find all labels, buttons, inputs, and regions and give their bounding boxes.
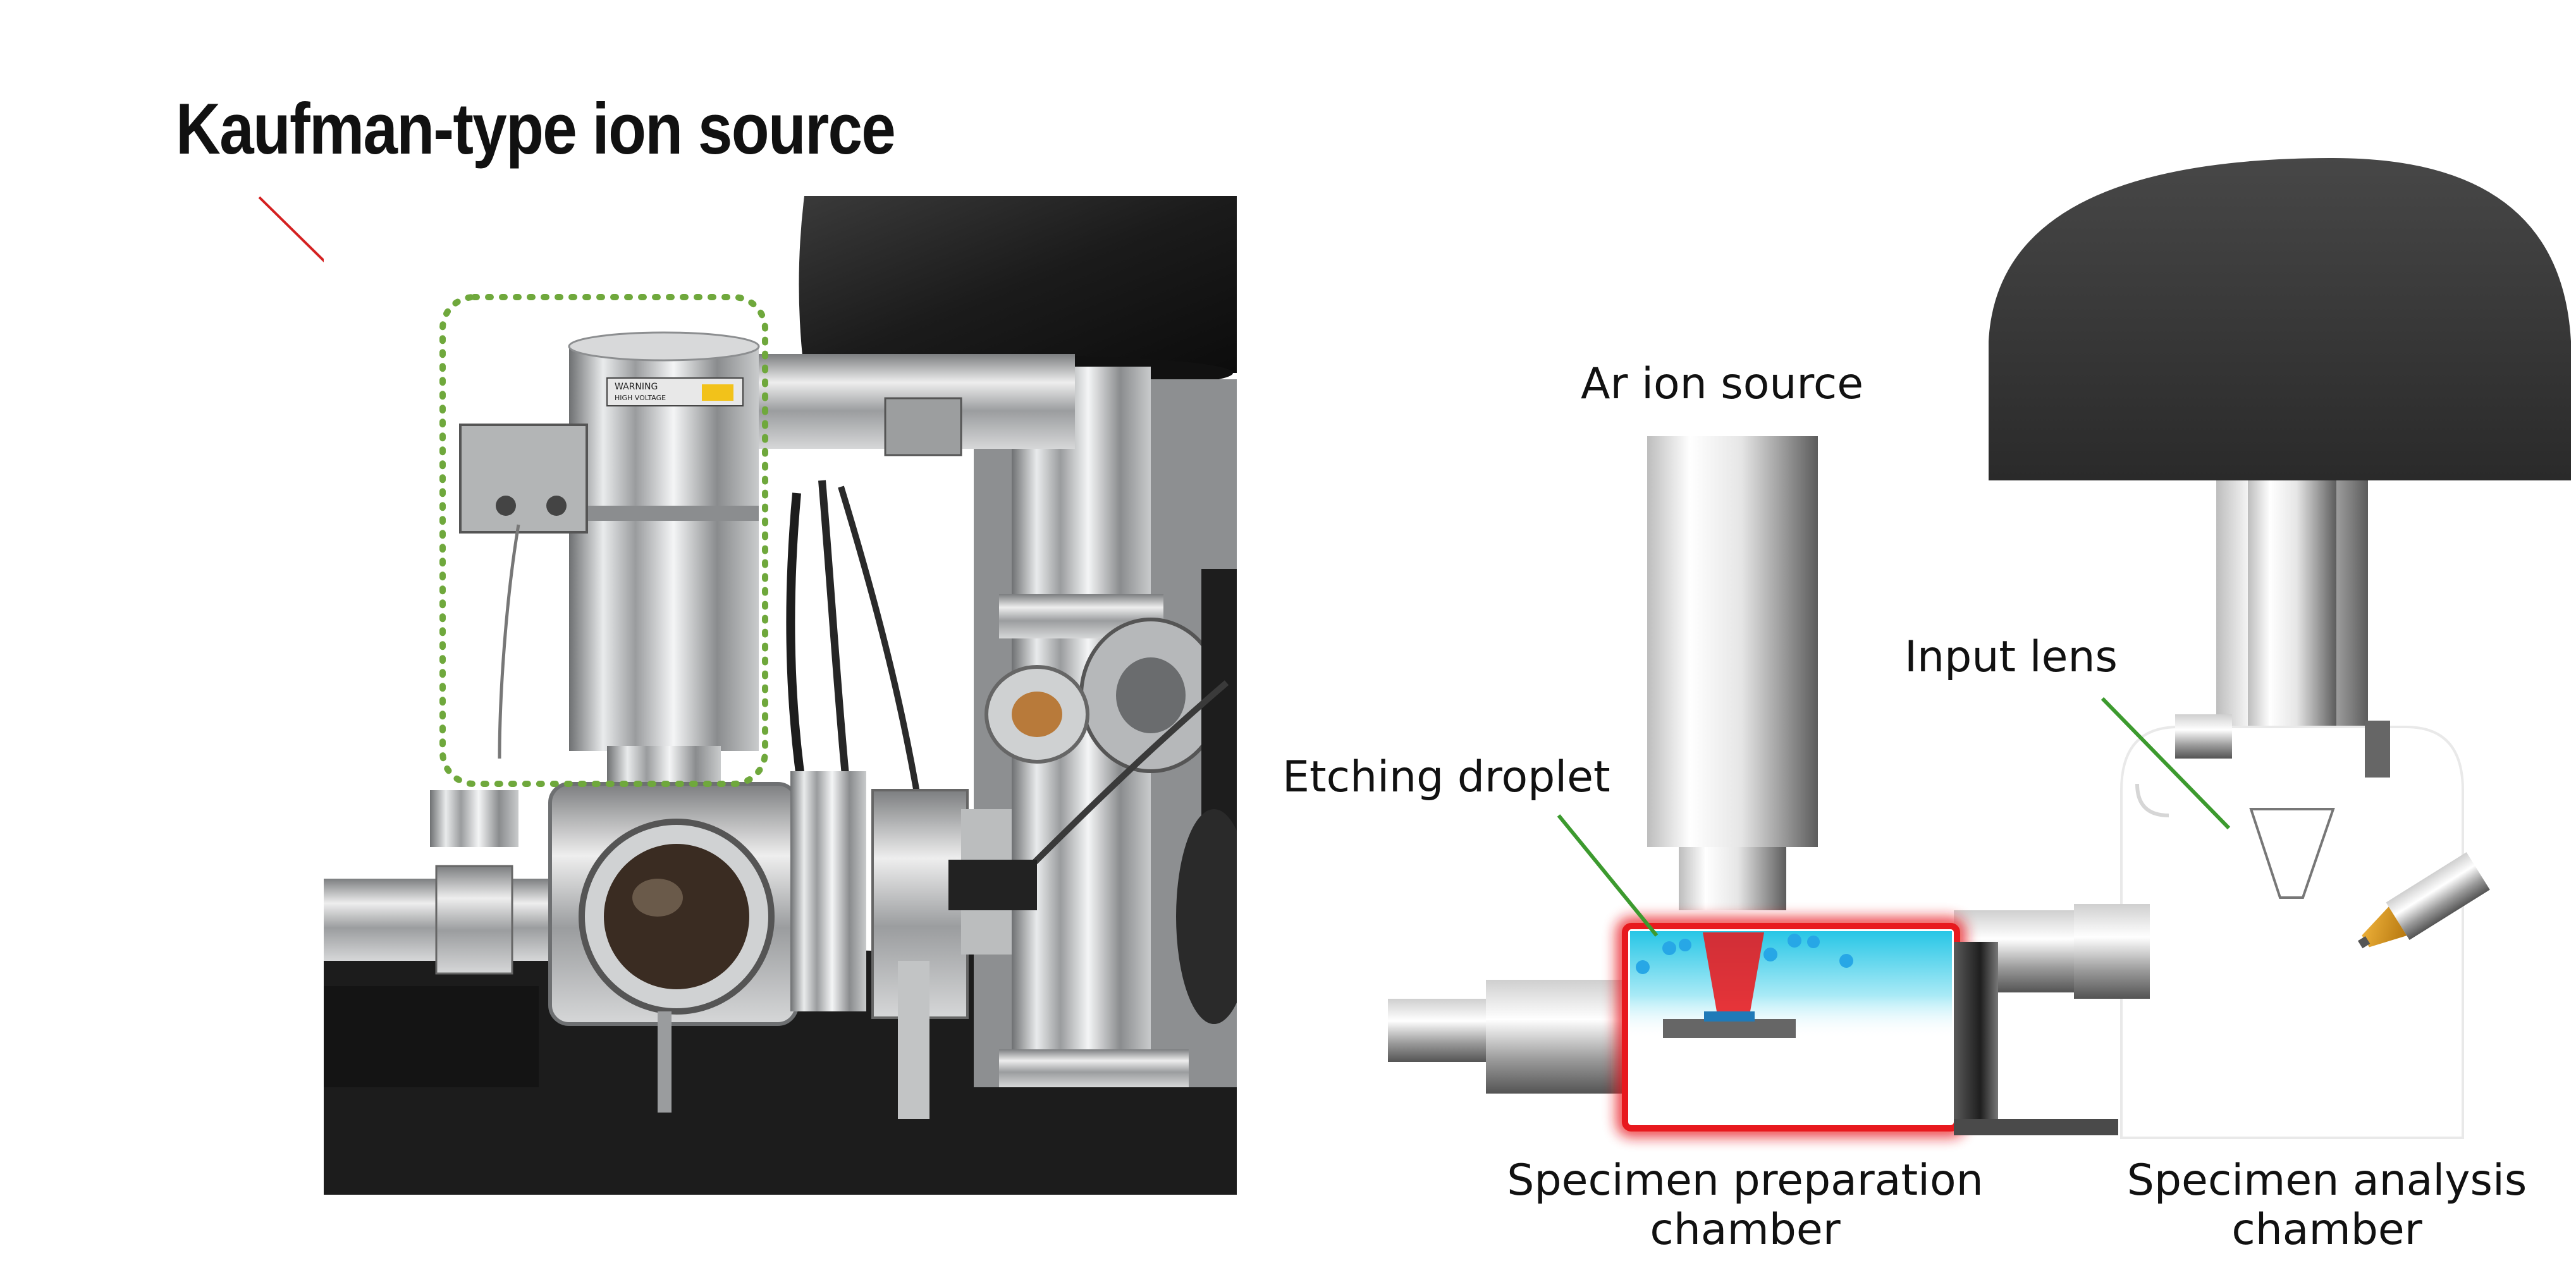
input-lens-leader <box>2101 697 2231 830</box>
specimen-stage <box>1663 1019 1796 1038</box>
ar-ion-source-label: Ar ion source <box>1581 359 1864 409</box>
etching-droplet-leader <box>1557 814 1659 937</box>
kaufman-title: Kaufman-type ion source <box>176 89 896 169</box>
analysis-chamber-label-line1: Specimen analysis <box>2126 1156 2527 1205</box>
prep-chamber-label-line2: chamber <box>1650 1205 1841 1255</box>
analysis-chamber-dome <box>1989 158 2571 480</box>
input-lens-label: Input lens <box>1904 632 2118 682</box>
etching-droplet-label: Etching droplet <box>1282 752 1610 802</box>
ion-source-highlight <box>439 294 768 787</box>
ion-beam <box>1703 932 1764 1011</box>
photo-content: WARNING HIGH VOLTAGE <box>324 196 1237 1195</box>
warning-sticker-text: WARNING <box>615 382 658 392</box>
prep-chamber-label-line1: Specimen preparation <box>1507 1156 1984 1205</box>
input-lens-cone <box>2249 808 2335 899</box>
electron-gun <box>2357 852 2490 949</box>
analysis-chamber-label-line2: chamber <box>2231 1205 2422 1255</box>
warning-sticker-subtext: HIGH VOLTAGE <box>615 394 666 402</box>
droplets <box>1636 934 1853 974</box>
